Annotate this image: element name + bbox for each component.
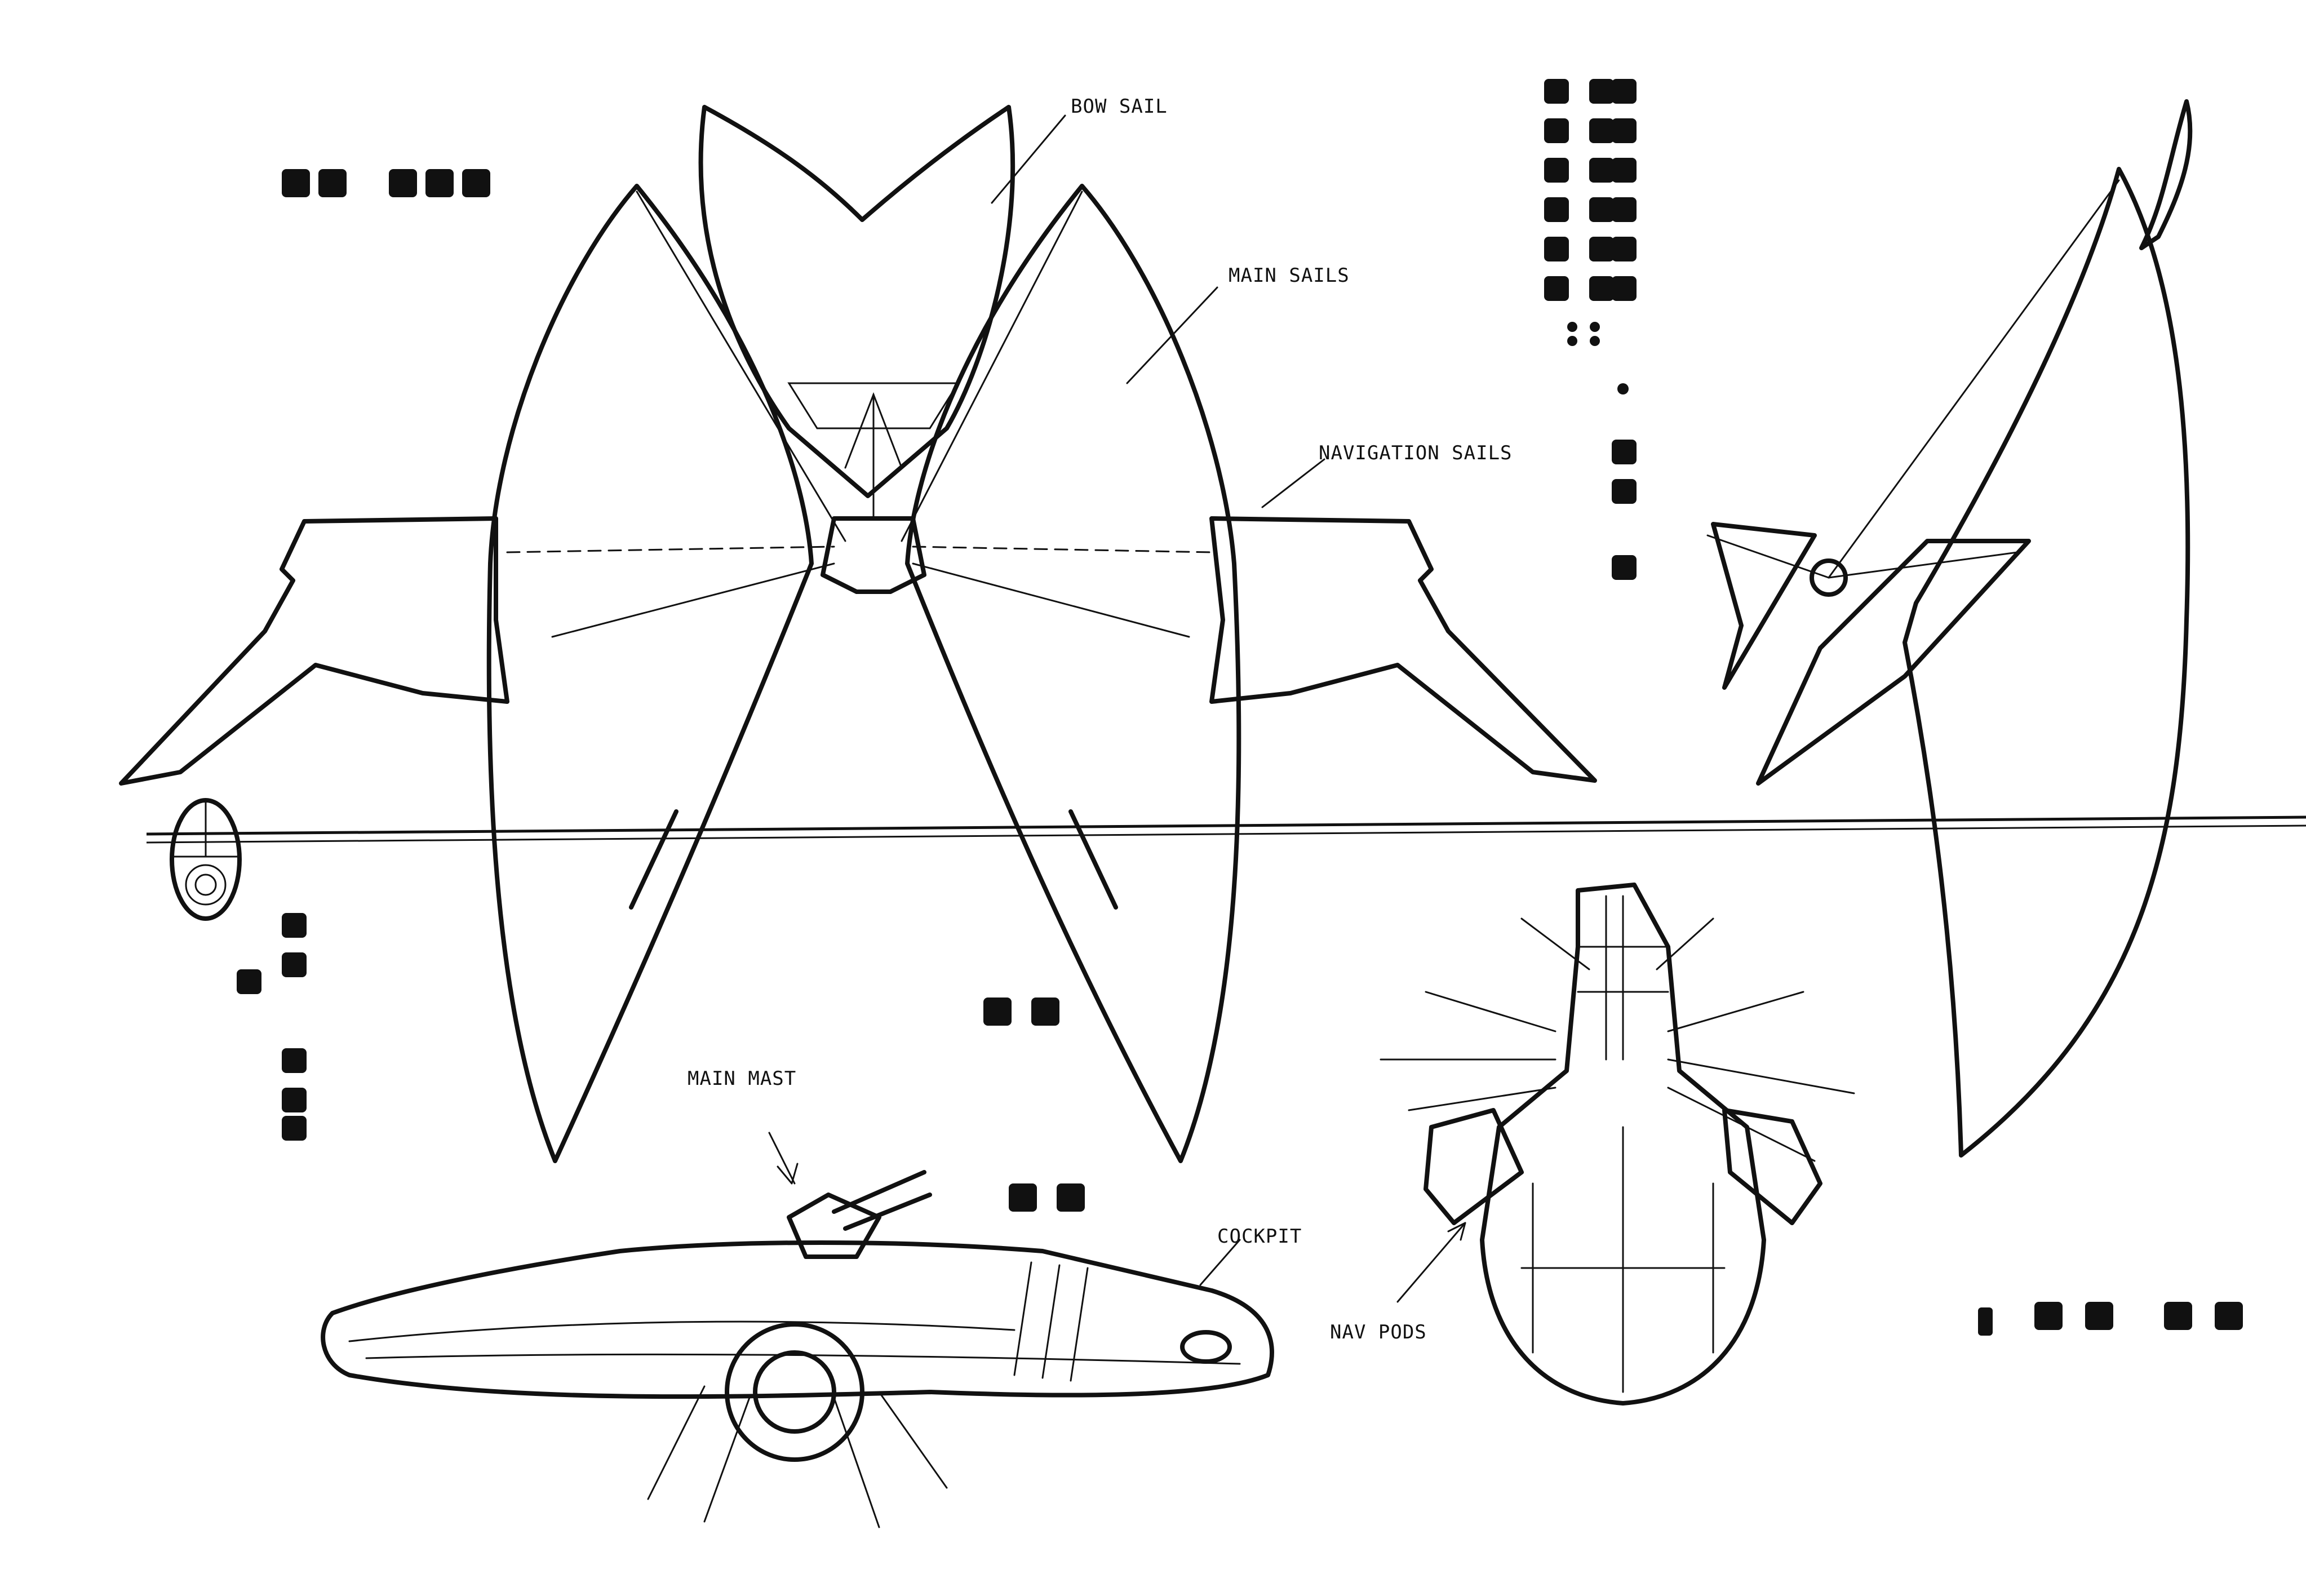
label-main-mast: MAIN MAST — [688, 1067, 796, 1090]
label-bow-sail: BOW SAIL — [1071, 95, 1168, 118]
alien-glyphs-center — [983, 998, 1085, 1212]
alien-glyphs-top-left — [282, 169, 490, 197]
side-view-drawing — [1706, 99, 2193, 1158]
front-view-drawing — [119, 105, 1597, 1163]
alien-glyphs-top-right-column — [1544, 79, 1637, 580]
emblem-icon — [170, 798, 242, 921]
label-main-sails: MAIN SAILS — [1229, 264, 1350, 287]
ground-line — [146, 815, 2306, 844]
callout-lines — [768, 114, 1466, 1303]
alien-glyphs-left-column — [237, 913, 307, 1141]
profile-view-drawing — [321, 1170, 1274, 1528]
label-cockpit: COCKPIT — [1217, 1225, 1302, 1248]
label-navigation-sails: NAVIGATION SAILS — [1319, 442, 1513, 464]
top-view-drawing — [1380, 883, 1855, 1406]
label-nav-pods: NAV PODS — [1330, 1321, 1427, 1344]
alien-glyphs-bottom-right — [1978, 1302, 2243, 1336]
